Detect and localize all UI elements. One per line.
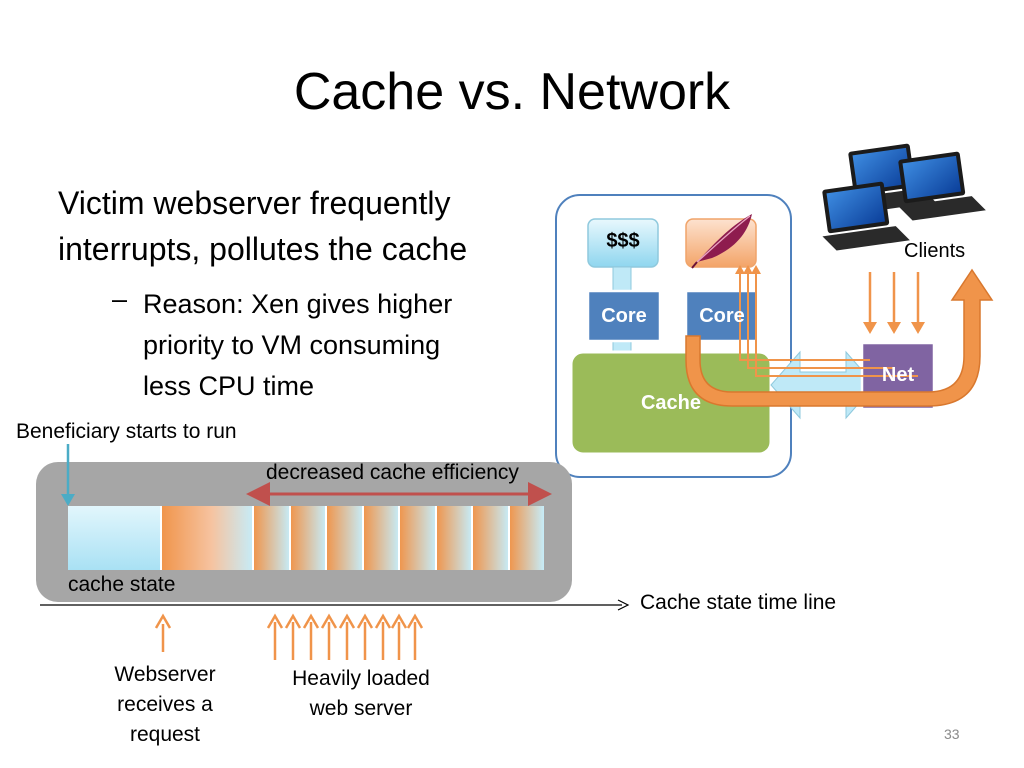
heavy-load-label-line-2: web server (309, 697, 413, 720)
main-bullet: Victim webserver frequently interrupts, … (58, 180, 467, 272)
main-bullet-line-2: interrupts, pollutes the cache (58, 231, 468, 267)
sub-bullet-line-3: less CPU time (143, 371, 315, 401)
cache-state-interrupt-segments (253, 506, 544, 570)
sub-bullet: Reason: Xen gives higher priority to VM … (143, 284, 452, 407)
net-label: Net (881, 364, 915, 382)
webserver-request-label-line-1: Webserver (114, 663, 216, 686)
beneficiary-label: Beneficiary starts to run (16, 420, 237, 443)
webserver-request-label: Webserver receives a request (90, 660, 240, 750)
webserver-request-label-line-3: request (129, 723, 201, 746)
sub-bullet-line-2: priority to VM consuming (143, 330, 441, 360)
timeline-axis-arrow-head (617, 599, 630, 611)
cache-state-initial-segment (68, 506, 161, 570)
response-flow-big-arrow (685, 268, 994, 407)
sub-bullet-dash: – (112, 284, 128, 314)
heavy-load-label-line-1: Heavily loaded (292, 667, 430, 690)
slide-title: Cache vs. Network (293, 63, 731, 121)
heavy-load-label: Heavily loaded web server (270, 664, 452, 724)
main-bullet-line-1: Victim webserver frequently (58, 185, 451, 221)
client-down-arrows (868, 272, 920, 324)
cache-label: Cache (640, 392, 702, 414)
heavy-load-arrows (266, 613, 424, 660)
clients-label: Clients (904, 240, 966, 262)
feather-icon (691, 214, 752, 269)
sub-bullet-line-1: Reason: Xen gives higher (143, 289, 453, 319)
core-left-label: Core (601, 305, 647, 327)
client-down-arrow-heads (863, 322, 925, 334)
cache-state-polluted-segment (161, 506, 253, 570)
beneficiary-arrow-head (61, 494, 75, 506)
decreased-efficiency-label: decreased cache efficiency (266, 461, 519, 484)
segment-dividers (160, 506, 510, 570)
timeline-axis-label: Cache state time line (640, 591, 837, 614)
webserver-request-label-line-2: receives a (117, 693, 213, 716)
slide-number: 33 (944, 726, 960, 742)
webserver-request-arrow (154, 613, 172, 652)
core-right-box (684, 289, 760, 343)
cache-state-label: cache state (68, 573, 176, 596)
laptop-icon (822, 181, 910, 251)
client-request-lines (739, 268, 918, 377)
laptop-icon (898, 151, 986, 221)
core-right-label: Core (699, 305, 745, 327)
core-left-box (586, 289, 662, 343)
money-label: $$$ (606, 230, 640, 252)
request-arrow-heads (735, 265, 761, 274)
